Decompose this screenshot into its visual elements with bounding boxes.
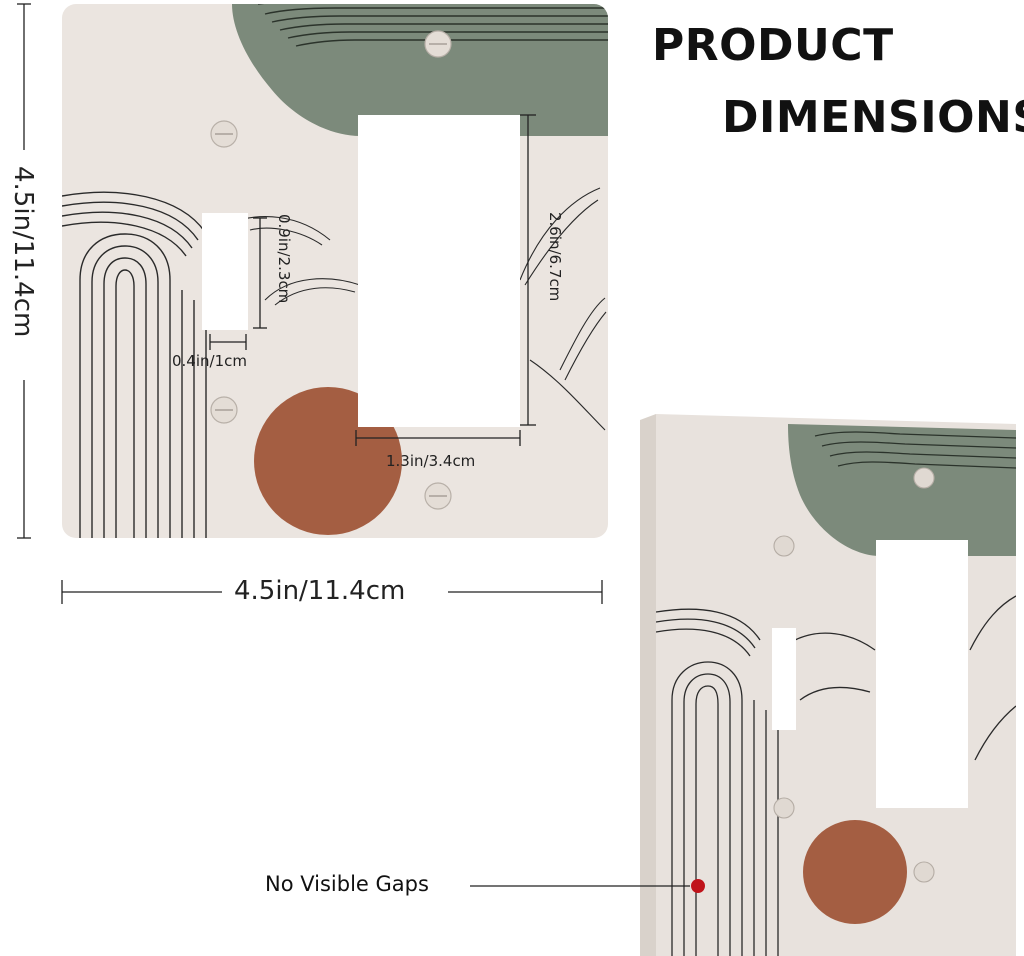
plate-height-label: 4.5in/11.4cm	[8, 166, 38, 338]
sage-arch-lines	[257, 4, 608, 47]
no-gaps-callout	[470, 879, 705, 893]
no-gaps-label: No Visible Gaps	[265, 872, 429, 896]
angled-sage-shape	[788, 424, 1016, 556]
callout-dot-icon	[691, 879, 705, 893]
front-screw-slots	[215, 43, 447, 497]
heading-line-1: PRODUCT	[652, 20, 894, 71]
angled-wall-plate	[640, 414, 1016, 956]
rocker-opening	[358, 115, 520, 427]
angled-plate-edge	[640, 414, 656, 956]
toggle-height-label: 0.9in/2.3cm	[275, 214, 293, 304]
sage-arch-shape	[232, 4, 608, 136]
rocker-width-label: 1.3in/3.4cm	[386, 452, 476, 470]
botanical-leaves	[224, 187, 607, 431]
toggle-opening	[202, 213, 248, 330]
angled-rocker-opening	[876, 540, 968, 808]
heading-line-2: DIMENSIONS	[722, 92, 1024, 143]
rocker-height-label: 2.6in/6.7cm	[546, 212, 564, 302]
plate-width-label: 4.5in/11.4cm	[234, 576, 406, 606]
angled-terracotta-circle	[803, 820, 907, 924]
dimension-lines	[17, 3, 603, 604]
angled-toggle-opening	[772, 628, 796, 730]
line-arch	[62, 191, 207, 538]
front-wall-plate	[62, 4, 608, 538]
toggle-width-label: 0.4in/1cm	[172, 352, 247, 370]
